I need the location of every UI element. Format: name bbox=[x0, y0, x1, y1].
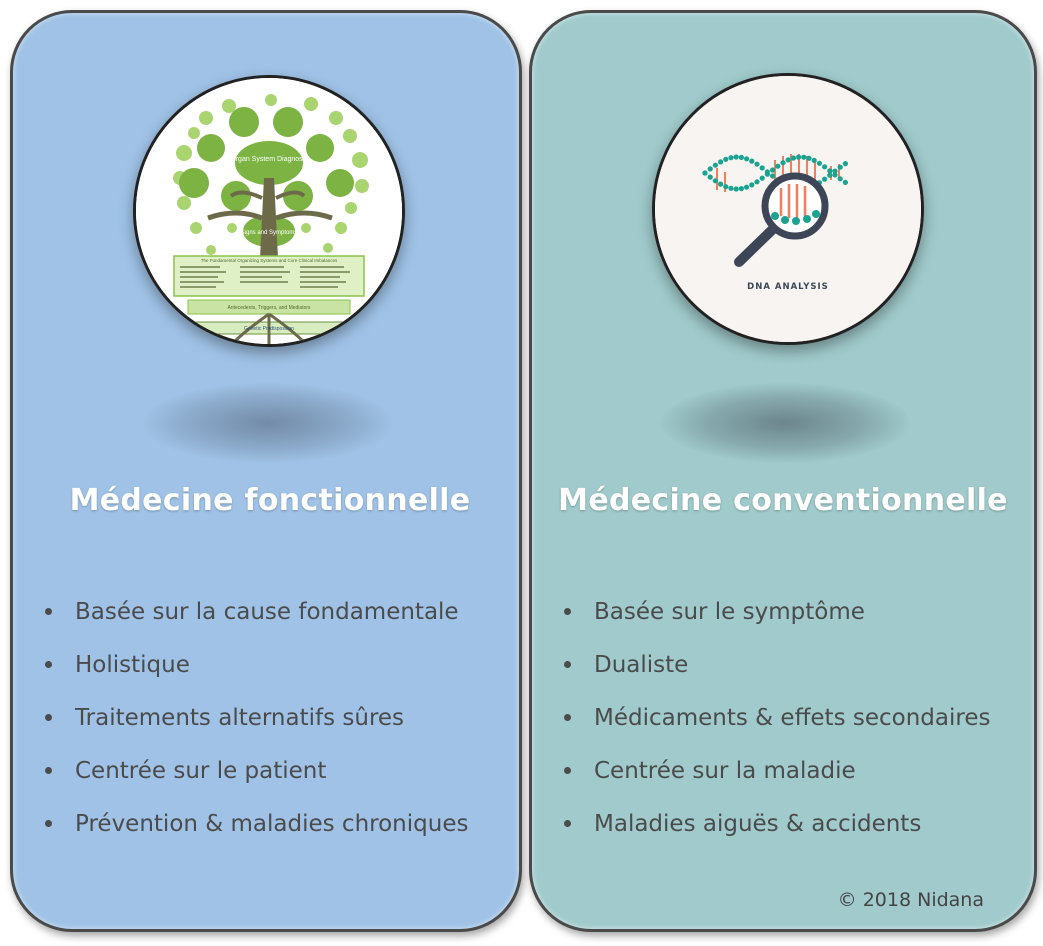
dna-helix-dot bbox=[822, 176, 828, 182]
dna-helix-dot bbox=[780, 160, 786, 166]
dna-helix-dot bbox=[832, 168, 838, 174]
dna-helix-dot bbox=[842, 161, 848, 167]
bullet-icon bbox=[564, 820, 571, 827]
dna-helix-dot bbox=[832, 172, 838, 178]
tree-panel-title: The Fundamental Organizing Systems and C… bbox=[201, 258, 338, 263]
tree-middle-bar-label: Antecedents, Triggers, and Mediators bbox=[227, 305, 311, 311]
list-item: Médicaments & effets secondaires bbox=[560, 701, 1024, 754]
conventional-medicine-card: DNA ANALYSIS Médecine conventionnelle Ba… bbox=[529, 10, 1037, 932]
bullet-icon bbox=[564, 767, 571, 774]
dna-helix-dot bbox=[754, 161, 760, 167]
dna-helix-dot bbox=[707, 174, 713, 180]
list-item-label: Médicaments & effets secondaires bbox=[594, 705, 991, 731]
dna-helix-dot bbox=[790, 155, 796, 161]
tree-center-label: Organ System Diagnosis bbox=[230, 156, 308, 163]
dna-helix-dot bbox=[744, 156, 750, 162]
list-item: Basée sur la cause fondamentale bbox=[41, 595, 509, 648]
list-item-label: Basée sur le symptôme bbox=[594, 599, 865, 625]
tree-trunk-label: Signs and Symptoms bbox=[241, 230, 298, 236]
functional-medicine-tree-icon: Organ System Diagnosis Signs and Symptom… bbox=[133, 75, 405, 347]
dna-helix-dot bbox=[775, 163, 781, 169]
dna-helix-dot bbox=[811, 157, 817, 163]
list-item: Traitements alternatifs sûres bbox=[41, 701, 509, 754]
dna-caption: DNA ANALYSIS bbox=[747, 282, 829, 292]
conventional-medicine-title: Médecine conventionnelle bbox=[558, 483, 1008, 518]
dna-helix-dot bbox=[837, 164, 843, 170]
functional-medicine-title: Médecine fonctionnelle bbox=[69, 483, 471, 518]
dna-helix-dot bbox=[827, 172, 833, 178]
dna-helix-dot bbox=[770, 167, 776, 173]
dna-helix-dot bbox=[749, 182, 755, 188]
dna-helix-dot bbox=[754, 179, 760, 185]
list-item-label: Holistique bbox=[75, 652, 190, 678]
dna-helix-dot bbox=[806, 155, 812, 161]
dna-helix-dot bbox=[842, 179, 848, 185]
dna-helix-dot bbox=[733, 186, 739, 192]
bullet-icon bbox=[45, 820, 52, 827]
list-item: Dualiste bbox=[560, 648, 1024, 701]
functional-medicine-list: Basée sur la cause fondamentale Holistiq… bbox=[41, 595, 509, 860]
bullet-icon bbox=[45, 608, 52, 615]
dna-helix-dot bbox=[837, 176, 843, 182]
dna-helix-dot bbox=[707, 166, 713, 172]
dna-helix-dot bbox=[712, 178, 718, 184]
list-item-label: Centrée sur le patient bbox=[75, 758, 327, 784]
dna-helix-dot bbox=[738, 186, 744, 192]
dna-helix-dot bbox=[718, 181, 724, 187]
list-item-label: Traitements alternatifs sûres bbox=[75, 705, 405, 731]
dna-helix-dot bbox=[718, 159, 724, 165]
dna-helix-dot bbox=[733, 154, 739, 160]
bullet-icon bbox=[564, 608, 571, 615]
dna-helix-dot bbox=[816, 160, 822, 166]
dna-helix-dot bbox=[712, 162, 718, 168]
dna-helix-dot bbox=[770, 173, 776, 179]
dna-helix-dot bbox=[728, 155, 734, 161]
dna-helix-dot bbox=[738, 154, 744, 160]
dna-magnifier-icon: DNA ANALYSIS bbox=[652, 73, 924, 345]
medallion-shadow bbox=[660, 383, 910, 463]
list-item-label: Basée sur la cause fondamentale bbox=[75, 599, 459, 625]
dna-helix-dot bbox=[723, 156, 729, 162]
dna-helix-dot bbox=[796, 154, 802, 160]
conventional-medicine-list: Basée sur le symptôme Dualiste Médicamen… bbox=[560, 595, 1024, 860]
bullet-icon bbox=[45, 767, 52, 774]
dna-helix-dot bbox=[785, 157, 791, 163]
dna-helix-dot bbox=[759, 165, 765, 171]
dna-helix-dot bbox=[759, 175, 765, 181]
tree-roots-label: Genetic Predisposition bbox=[244, 326, 294, 332]
dna-helix-dot bbox=[764, 169, 770, 175]
list-item-label: Centrée sur la maladie bbox=[594, 758, 856, 784]
dna-helix-dot bbox=[744, 184, 750, 190]
copyright-notice: © 2018 Nidana bbox=[837, 889, 984, 911]
list-item-label: Dualiste bbox=[594, 652, 689, 678]
dna-helix-dot bbox=[723, 184, 729, 190]
list-item: Centrée sur le patient bbox=[41, 754, 509, 807]
list-item: Prévention & maladies chroniques bbox=[41, 807, 509, 860]
bullet-icon bbox=[45, 661, 52, 668]
medallion-shadow bbox=[143, 383, 393, 463]
list-item-label: Maladies aiguës & accidents bbox=[594, 811, 922, 837]
dna-helix-dot bbox=[702, 170, 708, 176]
functional-medicine-card: Organ System Diagnosis Signs and Symptom… bbox=[10, 10, 522, 932]
list-item: Centrée sur la maladie bbox=[560, 754, 1024, 807]
dna-helix-dot bbox=[801, 154, 807, 160]
bullet-icon bbox=[45, 714, 52, 721]
dna-helix-dot bbox=[749, 158, 755, 164]
bullet-icon bbox=[564, 661, 571, 668]
list-item: Maladies aiguës & accidents bbox=[560, 807, 1024, 860]
dna-helix-dot bbox=[728, 185, 734, 191]
list-item: Holistique bbox=[41, 648, 509, 701]
list-item: Basée sur le symptôme bbox=[560, 595, 1024, 648]
dna-helix-dot bbox=[822, 164, 828, 170]
bullet-icon bbox=[564, 714, 571, 721]
dna-helix-dot bbox=[827, 168, 833, 174]
list-item-label: Prévention & maladies chroniques bbox=[75, 811, 469, 837]
